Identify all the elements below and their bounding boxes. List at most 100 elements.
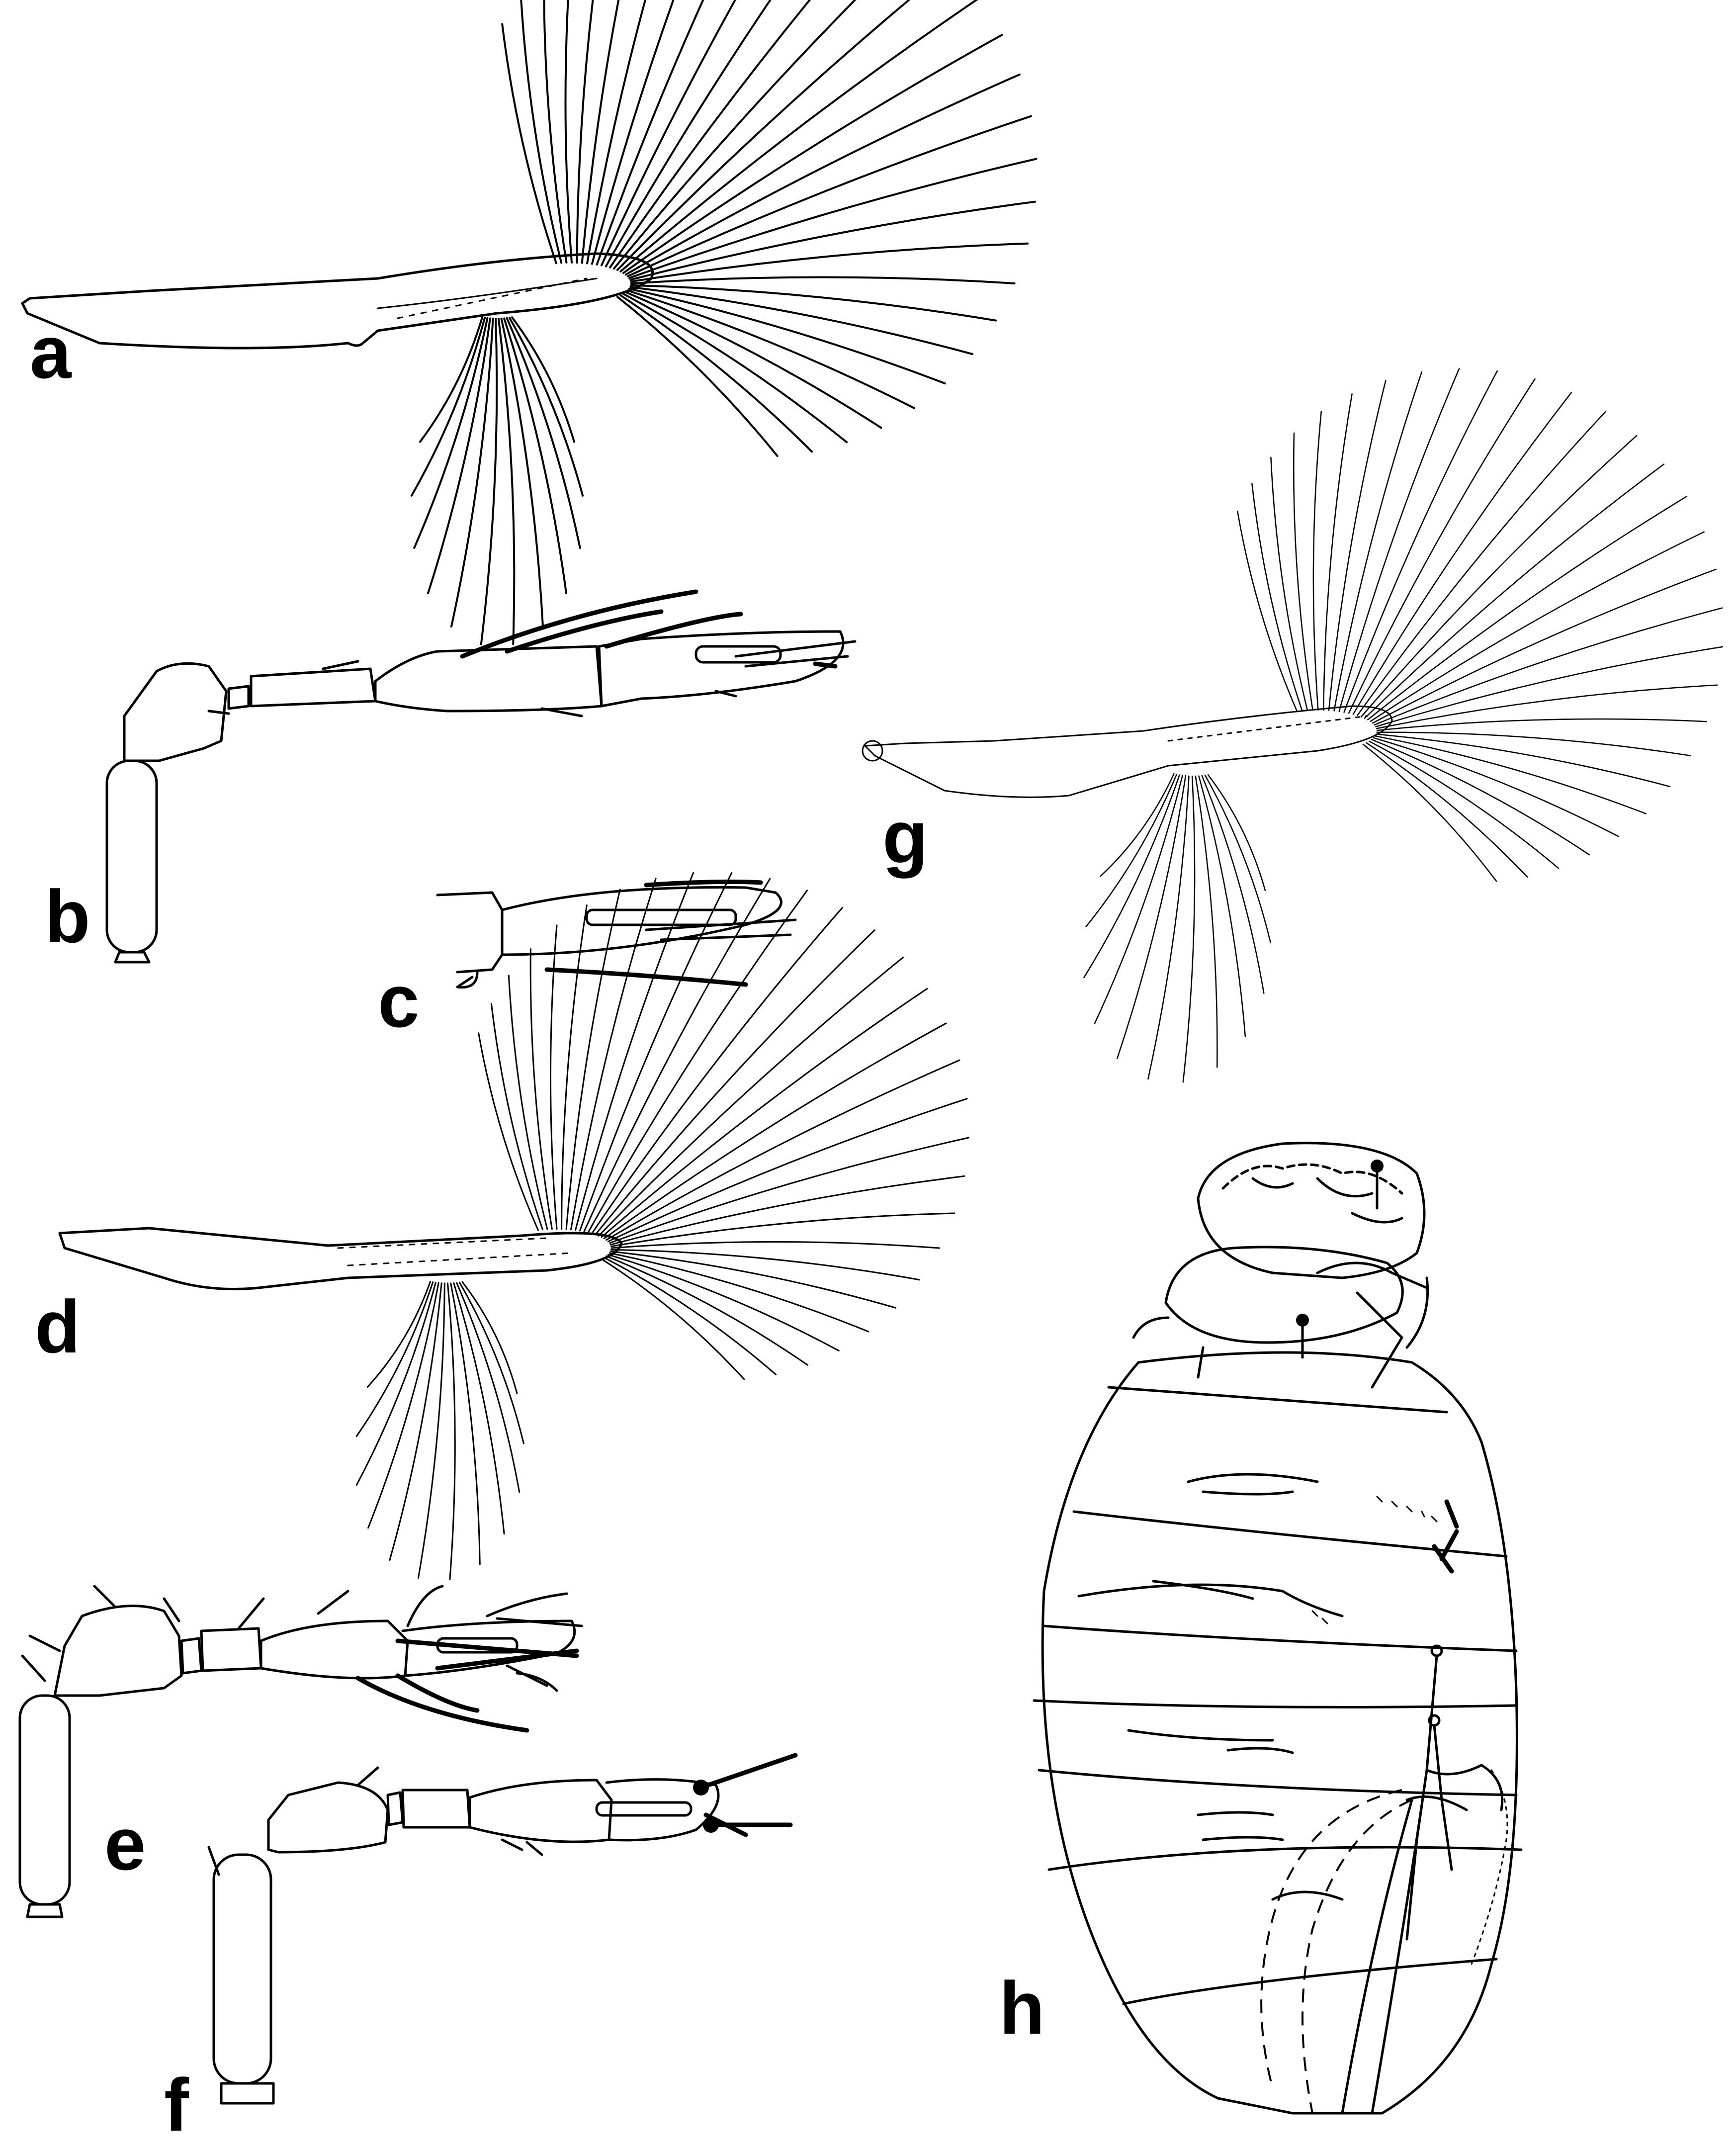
wing-seta (503, 317, 567, 594)
forewing-drawing-a (21, 0, 1038, 645)
wing-seta (450, 317, 494, 628)
wing-seta (624, 291, 882, 429)
wing-seta (595, 929, 875, 1236)
wing-seta (1201, 775, 1265, 994)
wing-seta (1312, 411, 1322, 711)
wing-seta (1372, 568, 1717, 724)
wing-seta (459, 1281, 524, 1444)
wing-seta (622, 293, 848, 444)
wing-seta (410, 317, 486, 497)
wing-seta (1373, 737, 1620, 837)
wing-seta (520, 0, 563, 264)
wing-seta (1348, 378, 1536, 714)
wing-seta (587, 890, 808, 1233)
wing-seta (413, 317, 489, 549)
wing-seta (417, 1282, 445, 1579)
wing-seta (1367, 496, 1687, 720)
wing-seta (629, 200, 1036, 281)
wing-seta (453, 1282, 505, 1535)
wing-seta (628, 287, 946, 385)
wing-seta (1376, 731, 1691, 756)
wing-seta (607, 1098, 968, 1243)
wing-seta (480, 318, 498, 645)
wing-seta (609, 0, 811, 269)
panel-label-a: a (30, 310, 72, 394)
wing-seta (575, 872, 694, 1231)
wing-seta (610, 1249, 920, 1281)
wing-seta (1362, 743, 1497, 882)
wing-seta (355, 1281, 434, 1437)
wing-seta (1083, 774, 1180, 979)
wing-seta (1328, 379, 1387, 712)
wing-seta (1352, 392, 1572, 715)
wing-seta (565, 889, 621, 1230)
wing-seta (570, 878, 657, 1231)
wing-seta (497, 318, 516, 645)
wing-seta (419, 316, 483, 443)
wing-seta (1198, 775, 1246, 1037)
wing-seta (630, 242, 1029, 283)
wing-seta (1343, 370, 1498, 713)
wing-seta (1374, 607, 1723, 726)
wing-seta (447, 1282, 456, 1580)
panel-label-f: f (164, 2063, 189, 2147)
wing-seta (508, 317, 584, 497)
wing-seta (603, 1257, 777, 1375)
wing-seta (355, 1281, 436, 1486)
wing-seta (601, 0, 737, 267)
wing-seta (1293, 432, 1313, 711)
wing-seta (608, 1137, 969, 1244)
panel-label-e: e (104, 1802, 146, 1886)
wing-seta (591, 0, 675, 265)
wing-seta (605, 0, 772, 268)
panel-label-g: g (882, 795, 928, 879)
wing-seta (1207, 774, 1266, 892)
antenna-drawing-f (207, 1753, 798, 2105)
wing-seta (1147, 775, 1190, 1080)
wing-seta (576, 0, 594, 264)
panel-label-h: h (999, 1966, 1045, 2050)
wing-seta (543, 0, 568, 264)
wing-seta (579, 872, 733, 1232)
wing-seta (506, 317, 581, 549)
wing-seta (1364, 463, 1665, 719)
forewing-drawing-d (58, 872, 969, 1580)
wing-seta (586, 0, 647, 265)
wing-seta (624, 73, 1021, 276)
hindwing-drawing-g (862, 368, 1724, 1083)
wing-seta (456, 1282, 521, 1493)
antenna-drawing-e (18, 1585, 583, 1918)
wing-seta (616, 0, 911, 271)
wing-seta (607, 1254, 840, 1351)
wing-seta (619, 0, 978, 272)
wing-seta (1204, 774, 1272, 944)
wing-seta (626, 115, 1032, 277)
wing-seta (1375, 646, 1724, 727)
wing-seta (619, 294, 813, 453)
wing-seta (609, 1175, 965, 1246)
wing-seta (1100, 773, 1175, 877)
wing-seta (1116, 775, 1187, 1060)
wing-seta (1323, 393, 1353, 711)
wing-seta (1333, 371, 1423, 712)
wing-seta (581, 0, 620, 264)
wing-seta (601, 988, 928, 1238)
wing-seta (628, 158, 1038, 279)
antenna-club-drawing-c (436, 879, 797, 989)
wing-seta (561, 904, 588, 1230)
wing-seta (596, 0, 704, 266)
wing-seta (427, 317, 491, 594)
wing-seta (1182, 775, 1196, 1083)
wing-seta (1376, 684, 1718, 729)
wing-seta (450, 1282, 481, 1565)
wing-seta (490, 1003, 543, 1231)
wing-seta (529, 948, 553, 1230)
wing-seta (591, 907, 843, 1234)
panel-label-b: b (45, 875, 90, 958)
wing-seta (500, 317, 544, 628)
wing-seta (606, 1059, 960, 1241)
wing-seta (1251, 483, 1303, 712)
wing-seta (598, 957, 904, 1237)
wing-seta (1371, 739, 1590, 856)
